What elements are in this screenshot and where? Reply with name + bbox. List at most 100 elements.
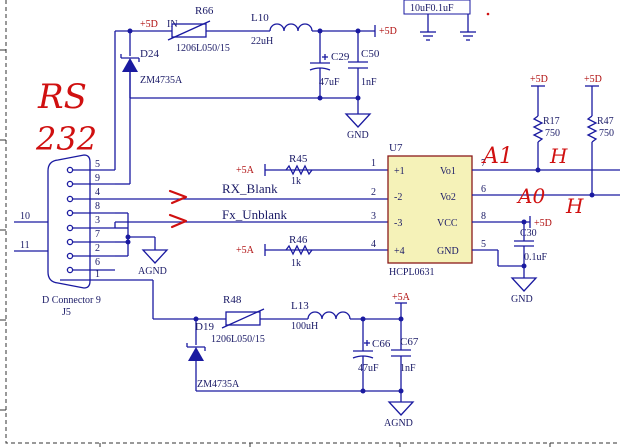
connector-gnd-net: AGND — [115, 212, 169, 277]
resistor-r17 — [532, 115, 544, 143]
top-cut-text: 10uF0.1uF — [410, 3, 454, 14]
handwritten-a0: A0 — [516, 184, 545, 208]
cap-c29-ref: C29 — [331, 51, 350, 63]
u7-pinnum-1: 1 — [371, 158, 376, 169]
fuse-r66-ref: R66 — [195, 5, 214, 17]
fuse-r48-ref: R48 — [223, 294, 242, 306]
u7-pin-plus1: +1 — [394, 166, 405, 177]
agnd-symbol-connector — [141, 249, 169, 264]
gnd-label-top: GND — [347, 130, 369, 141]
conn-ext-pin-10: 10 — [20, 211, 30, 222]
handwritten-h1: H — [549, 144, 568, 168]
conn-pin-9: 9 — [95, 173, 100, 184]
handwritten-rs: RS — [37, 77, 87, 117]
u7-ref: U7 — [389, 142, 403, 154]
conn-pin-7: 7 — [95, 229, 100, 240]
handwritten-232: 232 — [35, 120, 97, 158]
inductor-l13-ref: L13 — [291, 300, 309, 312]
resistor-r45 — [285, 164, 313, 176]
u7-pin-vo1: Vo1 — [440, 166, 456, 177]
r45-supply-label: +5A — [236, 165, 255, 176]
optocoupler-u7: U7 HCPL0631 +1 -2 -3 +4 Vo1 Vo2 VCC GND — [387, 142, 473, 278]
sheet-border-ticks — [0, 49, 551, 447]
u7-pin-plus4: +4 — [394, 246, 405, 257]
resistor-r47 — [586, 115, 598, 143]
u7-pinnum-6: 6 — [481, 184, 486, 195]
inductor-l10-value: 22uH — [251, 36, 273, 47]
u7-part: HCPL0631 — [389, 267, 435, 278]
handwritten-arrows — [168, 189, 188, 229]
connector-pin-circles — [66, 166, 74, 274]
d-connector-j5: 5 9 4 8 3 7 2 6 1 10 11 D Connector 9 J5 — [14, 154, 153, 318]
conn-pin-6: 6 — [95, 257, 100, 268]
bottom-supply-label: +5A — [392, 292, 411, 303]
conn-pin-5: 5 — [95, 159, 100, 170]
connector-ref: J5 — [62, 307, 71, 318]
conn-pin-3: 3 — [95, 215, 100, 226]
u7-pin-minus2: -2 — [394, 192, 402, 203]
resistor-r46 — [285, 244, 313, 256]
agnd-label-bottom: AGND — [384, 418, 413, 429]
u7-pinnum-8: 8 — [481, 211, 486, 222]
inductor-l10 — [269, 23, 313, 32]
diode-d19-value: ZM4735A — [197, 379, 240, 390]
capacitor-c29 — [309, 31, 331, 98]
cap-c30-value: 0.1uF — [524, 252, 548, 263]
decoupling-c30: +5D C30 0.1uF GND — [510, 216, 552, 305]
resistor-r47-ref: R47 — [597, 116, 614, 127]
top-power-circuit: +5D IN R66 1206L050/15 L10 22uH D24 ZM47… — [114, 5, 397, 185]
resistor-r46-value: 1k — [291, 258, 301, 269]
connector-name: D Connector 9 — [42, 295, 101, 306]
conn-pin-4: 4 — [95, 187, 100, 198]
c30-supply-label: +5D — [534, 218, 552, 229]
gnd-symbol-c30 — [510, 277, 538, 292]
zener-diode-d24 — [120, 54, 140, 72]
inductor-l13-value: 100uH — [291, 321, 318, 332]
conn-pin-1: 1 — [95, 269, 100, 280]
top-out-supply-label: +5D — [379, 26, 397, 37]
handwritten-rs232: RS 232 — [35, 77, 97, 158]
agnd-label-connector: AGND — [138, 266, 167, 277]
gnd-label-c30: GND — [511, 294, 533, 305]
agnd-symbol-bottom — [387, 401, 415, 416]
diode-d24-value: ZM4735A — [140, 75, 183, 86]
u7-pinnum-5: 5 — [481, 239, 486, 250]
u7-pin-vo2: Vo2 — [440, 192, 456, 203]
resistor-r45-ref: R45 — [289, 153, 308, 165]
capacitor-c50 — [348, 31, 368, 98]
conn-pin-8: 8 — [95, 201, 100, 212]
u7-pinnum-2: 2 — [371, 187, 376, 198]
handwritten-annotations-right: A1 H A0 H — [481, 144, 584, 218]
zener-diode-d19 — [186, 343, 206, 361]
cap-c67-ref: C67 — [400, 336, 419, 348]
resistor-r45-value: 1k — [291, 176, 301, 187]
gnd-symbol-top-a — [420, 31, 436, 41]
capacitor-c67 — [391, 319, 411, 391]
diode-d19-ref: D19 — [195, 321, 214, 333]
cap-c67-value: 1nF — [400, 363, 416, 374]
cap-c66-ref: C66 — [372, 338, 391, 350]
gnd-symbol-top — [344, 113, 372, 128]
u7-pinnum-3: 3 — [371, 211, 376, 222]
fuse-r66-value: 1206L050/15 — [176, 43, 230, 54]
inductor-l10-ref: L10 — [251, 12, 269, 24]
diode-d24-ref: D24 — [140, 48, 159, 60]
u7-pin-minus3: -3 — [394, 218, 402, 229]
cap-c50-ref: C50 — [361, 48, 380, 60]
resistor-r17-value: 750 — [545, 128, 560, 139]
fuse-r48-value: 1206L050/15 — [211, 334, 265, 345]
r47-supply-label: +5D — [584, 74, 602, 85]
capacitor-c66 — [352, 319, 374, 391]
conn-pin-2: 2 — [95, 243, 100, 254]
bottom-power-circuit: R48 1206L050/15 L13 100uH +5A D19 ZM4735… — [152, 280, 419, 429]
signal-fx-unblank: Fx_Unblank — [222, 207, 288, 222]
signal-wiring: RX_Blank Fx_Unblank +5A +5A R45 1k R46 1… — [114, 153, 388, 269]
output-wiring: 7 6 8 5 — [472, 158, 620, 269]
signal-rx-blank: RX_Blank — [222, 181, 278, 196]
u7-pin-vcc: VCC — [437, 218, 458, 229]
u7-pinnum-7: 7 — [481, 158, 486, 169]
u7-pinnum-4: 4 — [371, 239, 376, 250]
handwritten-a1: A1 — [481, 144, 513, 169]
r17-supply-label: +5D — [530, 74, 548, 85]
